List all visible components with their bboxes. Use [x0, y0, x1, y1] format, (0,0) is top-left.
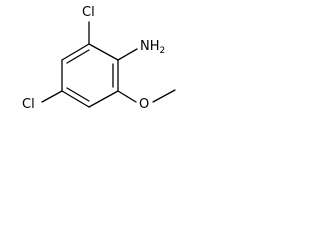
amine-subscript: 2: [160, 46, 166, 56]
amine-nh-text: NH: [140, 39, 160, 54]
chlorine-label-left: Cl: [22, 97, 35, 112]
bond-c3-c4: [61, 90, 90, 108]
chlorine-label-top: Cl: [82, 5, 95, 20]
double-bond-c5-c6: [66, 49, 90, 64]
benzene-ring: [61, 43, 119, 108]
double-bond-c3-c4: [66, 87, 90, 102]
bond-c1-n: [117, 48, 138, 61]
bond-c4-cl: [41, 90, 63, 103]
bond-c5-c6: [61, 43, 90, 61]
amine-label: NH2: [140, 39, 165, 56]
bond-o-ch3: [152, 89, 176, 103]
oxygen-label: O: [139, 97, 149, 112]
structure-diagram: Cl NH2 Cl O: [22, 5, 176, 112]
bond-c2-c3: [88, 90, 119, 108]
bond-c6-c1: [88, 43, 119, 61]
bond-c2-o: [117, 90, 137, 103]
